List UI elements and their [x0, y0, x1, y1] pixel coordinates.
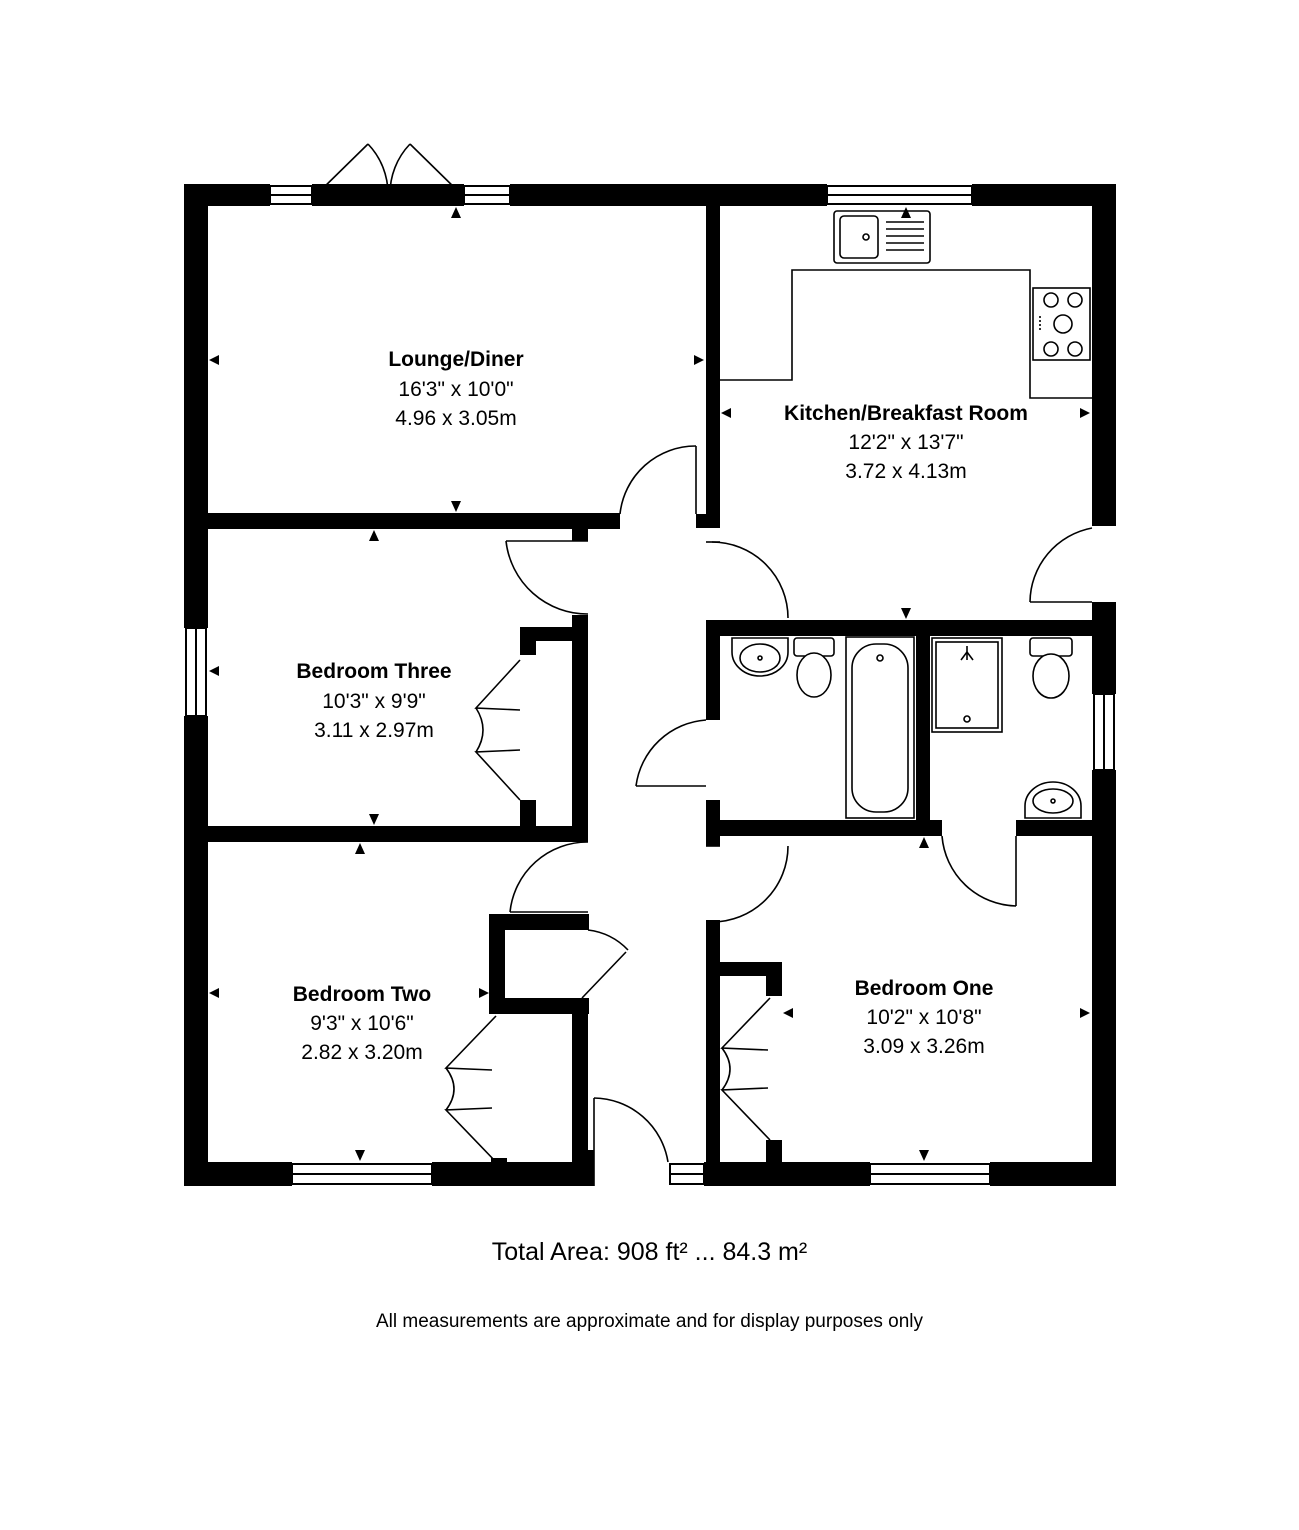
sink-icon: [833, 210, 931, 264]
wardrobe-bedroom-two: [444, 1015, 497, 1163]
room-label-bedroom-two: Bedroom Two 9'3" x 10'6" 2.82 x 3.20m: [293, 983, 431, 1064]
doors: [315, 143, 1093, 1186]
walls: [184, 184, 1116, 1186]
room-imperial-kitchen: 12'2" x 13'7": [848, 431, 963, 454]
window-bedroom-three: [185, 627, 207, 717]
room-label-bedroom-one: Bedroom One 10'2" x 10'8" 3.09 x 3.26m: [855, 977, 994, 1058]
room-imperial-lounge: 16'3" x 10'0": [398, 378, 513, 401]
room-imperial-bedroom-two: 9'3" x 10'6": [310, 1012, 414, 1035]
window-lounge-left: [269, 185, 313, 205]
ensuite-basin-icon: [1024, 781, 1082, 819]
door-front: [593, 1097, 669, 1186]
toilet-icon: [793, 637, 835, 698]
wardrobe-bedroom-one: [720, 997, 771, 1141]
door-bedroom-one: [706, 845, 789, 923]
room-imperial-bedroom-one: 10'2" x 10'8": [866, 1006, 981, 1029]
door-lounge-hall: [619, 445, 697, 515]
window-hall: [669, 1163, 705, 1185]
basin-icon: [731, 637, 789, 677]
window-ensuite: [1093, 693, 1115, 771]
window-kitchen: [826, 185, 973, 205]
window-bedroom-one: [869, 1163, 991, 1185]
room-metric-bedroom-three: 3.11 x 2.97m: [314, 719, 434, 742]
shower-icon: [931, 637, 1003, 733]
room-name-kitchen: Kitchen/Breakfast Room: [784, 402, 1028, 425]
total-area: Total Area: 908 ft² ... 84.3 m²: [491, 1238, 808, 1266]
window-lounge-right: [463, 185, 511, 205]
room-label-lounge: Lounge/Diner 16'3" x 10'0" 4.96 x 3.05m: [388, 348, 523, 430]
door-kitchen-side: [1029, 527, 1093, 603]
dimension-markers: [209, 207, 1090, 1161]
room-imperial-bedroom-three: 10'3" x 9'9": [322, 690, 426, 713]
room-label-bedroom-three: Bedroom Three 10'3" x 9'9" 3.11 x 2.97m: [296, 660, 451, 742]
room-metric-lounge: 4.96 x 3.05m: [395, 407, 516, 430]
window-bedroom-two: [291, 1163, 433, 1185]
room-name-lounge: Lounge/Diner: [388, 348, 523, 371]
ensuite-toilet-icon: [1029, 637, 1073, 699]
wardrobe-bedroom-three: [474, 659, 521, 801]
disclaimer: All measurements are approximate and for…: [375, 1311, 924, 1332]
door-bedroom-two: [509, 841, 589, 913]
room-name-bedroom-two: Bedroom Two: [293, 983, 431, 1006]
door-bedroom-two-store: [581, 929, 629, 999]
french-doors-lounge: [315, 143, 463, 196]
door-bathroom: [635, 719, 707, 787]
wardrobes: [444, 659, 771, 1163]
room-metric-kitchen: 3.72 x 4.13m: [845, 460, 966, 483]
room-metric-bedroom-two: 2.82 x 3.20m: [301, 1041, 422, 1064]
room-name-bedroom-three: Bedroom Three: [296, 660, 451, 683]
room-label-kitchen: Kitchen/Breakfast Room 12'2" x 13'7" 3.7…: [784, 402, 1028, 483]
door-kitchen-hall: [706, 541, 789, 619]
bathroom-fixtures: [731, 636, 1082, 819]
windows: [185, 185, 1115, 1185]
door-bedroom-three: [505, 540, 589, 615]
room-name-bedroom-one: Bedroom One: [855, 977, 994, 1000]
door-ensuite: [941, 835, 1017, 907]
hob-icon: [1032, 287, 1091, 361]
bath-icon: [845, 636, 915, 819]
kitchen-fixtures: [720, 210, 1092, 399]
kitchen-worktop: [720, 269, 1092, 399]
room-metric-bedroom-one: 3.09 x 3.26m: [863, 1035, 984, 1058]
